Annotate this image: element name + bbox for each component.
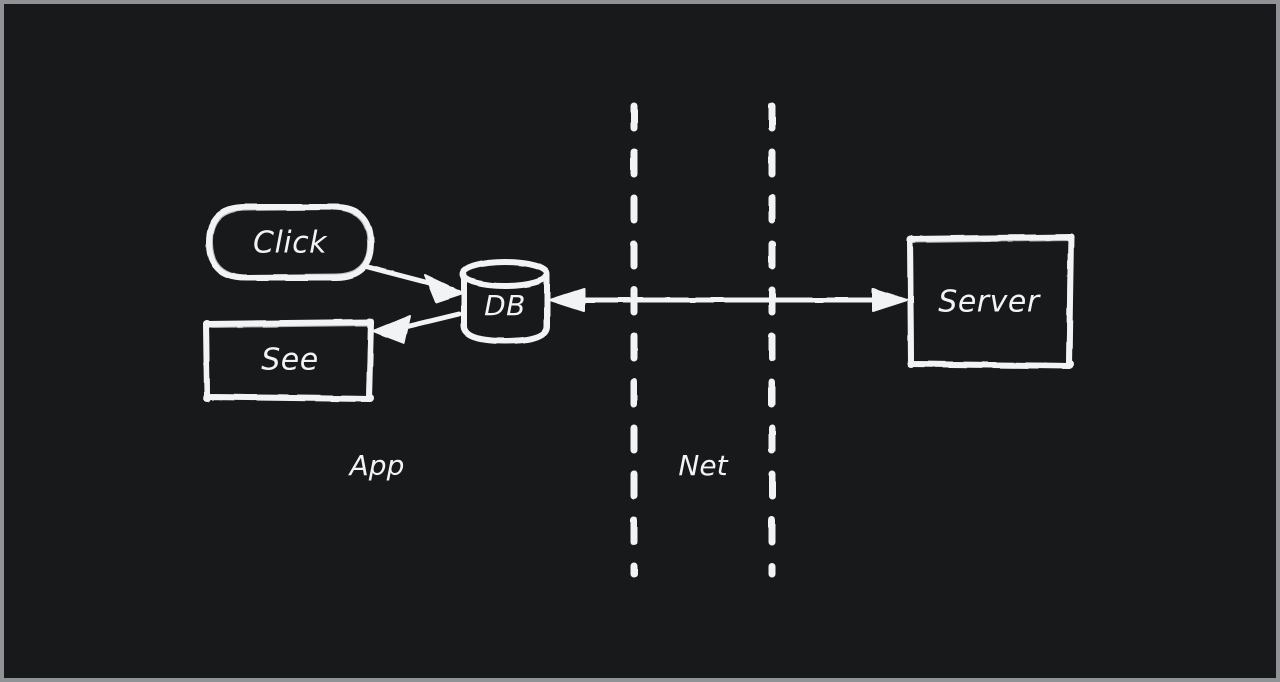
db-cylinder-top-pass2: [462, 259, 548, 274]
server-shape-outline-pass2: [909, 237, 1072, 367]
node-db[interactable]: DB: [460, 259, 550, 344]
server-corner-dot-br: [1066, 360, 1074, 368]
edge-db-to-server-arrowhead-left: [549, 288, 585, 312]
edge-db-to-see[interactable]: [372, 311, 462, 344]
zone-label-net: Net: [678, 449, 728, 482]
diagram-surface[interactable]: Click See: [4, 4, 1280, 682]
db-cylinder-body: [461, 272, 550, 344]
see-shape-outline-pass2: [205, 322, 372, 400]
server-corner-dot-bl: [907, 360, 915, 368]
see-corner-dot-br: [366, 394, 374, 402]
edge-db-to-server-arrowhead-right: [872, 288, 908, 312]
node-click[interactable]: Click: [206, 204, 374, 281]
see-corner-dot-bl: [203, 394, 211, 402]
divider-group: [630, 102, 776, 578]
click-shape-outline-pass2: [208, 206, 372, 279]
node-server[interactable]: Server: [907, 234, 1074, 369]
edge-click-to-db[interactable]: [361, 263, 464, 303]
zone-label-app: App: [348, 449, 405, 482]
db-label: DB: [484, 289, 526, 322]
server-corner-dot-tr: [1066, 234, 1074, 242]
edge-click-to-db-arrowhead: [424, 274, 464, 303]
edge-db-to-see-arrowhead: [372, 315, 411, 344]
click-label: Click: [253, 226, 328, 261]
node-see[interactable]: See: [203, 318, 374, 402]
see-label: See: [261, 343, 318, 378]
see-corner-dot-tr: [366, 318, 374, 326]
server-label: Server: [938, 285, 1041, 320]
server-corner-dot-tl: [907, 235, 915, 243]
edge-db-to-server[interactable]: [549, 288, 908, 312]
see-corner-dot-tl: [203, 320, 211, 328]
